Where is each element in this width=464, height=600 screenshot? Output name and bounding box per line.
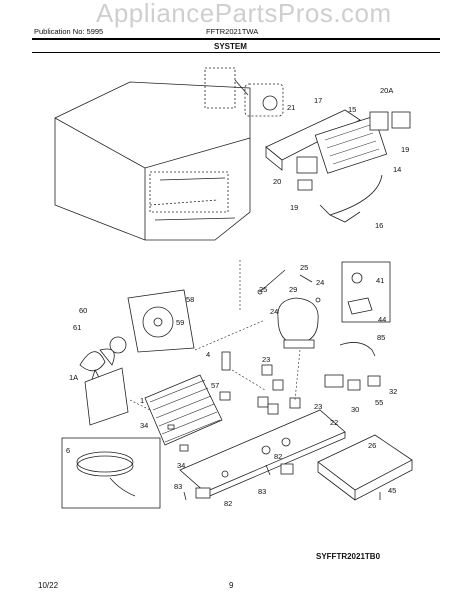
grommets	[257, 364, 301, 415]
callout-20a: 20A	[380, 86, 393, 95]
section-title: SYSTEM	[214, 42, 247, 51]
callout-61: 61	[73, 323, 81, 332]
callout-labels: 21 17 15 20A 19 14 20 19 16 25 25 29 24 …	[66, 86, 409, 508]
drain-pan	[317, 434, 413, 501]
callout-45: 45	[388, 486, 396, 495]
footer-date: 10/22	[38, 581, 59, 590]
model-number: FFTR2021TWA	[206, 27, 259, 36]
callout-1a: 1A	[69, 373, 78, 382]
diagram-code: SYFFTR2021TB0	[316, 552, 381, 561]
callout-82: 82	[274, 452, 282, 461]
callout-22: 22	[330, 418, 338, 427]
callout-55: 55	[375, 398, 383, 407]
watermark: AppliancePartsPros.com	[96, 0, 392, 28]
callout-25b: 25	[259, 285, 267, 294]
callout-29: 29	[289, 285, 297, 294]
callout-23: 23	[262, 355, 270, 364]
tube-85	[339, 342, 376, 357]
power-cord-box	[61, 437, 161, 509]
footer-page: 9	[229, 581, 234, 590]
condenser-assembly	[244, 83, 411, 223]
cabinet-illustration	[54, 67, 251, 241]
fan-shroud	[109, 289, 195, 354]
callout-83: 83	[174, 482, 182, 491]
callout-44: 44	[378, 315, 386, 324]
hardware-box	[341, 261, 391, 323]
callout-26: 26	[368, 441, 376, 450]
callout-32: 32	[389, 387, 397, 396]
callout-19b: 19	[290, 203, 298, 212]
callout-1: 1	[140, 396, 144, 405]
callout-85: 85	[377, 333, 385, 342]
callout-83b: 83	[258, 487, 266, 496]
condenser-coil	[144, 374, 223, 446]
callout-15: 15	[348, 105, 356, 114]
callout-25: 25	[300, 263, 308, 272]
callout-16: 16	[375, 221, 383, 230]
callout-57: 57	[211, 381, 219, 390]
callout-41: 41	[376, 276, 384, 285]
bracket-57	[219, 391, 231, 401]
callout-24: 24	[316, 278, 324, 287]
callout-24b: 24	[270, 307, 278, 316]
callout-30: 30	[351, 405, 359, 414]
header-rule	[32, 38, 440, 40]
callout-23b: 23	[314, 402, 322, 411]
fasteners	[167, 424, 381, 501]
relay-parts	[324, 374, 381, 391]
callout-34b: 34	[177, 461, 185, 470]
bracket-4	[221, 351, 231, 371]
callout-59: 59	[176, 318, 184, 327]
callout-4: 4	[206, 350, 210, 359]
callout-6: 6	[66, 446, 70, 455]
callout-19: 19	[401, 145, 409, 154]
grille-1a	[84, 367, 129, 426]
callout-34: 34	[140, 421, 148, 430]
title-rule	[32, 52, 440, 53]
callout-60: 60	[79, 306, 87, 315]
callout-14: 14	[393, 165, 401, 174]
callout-82b: 82	[224, 499, 232, 508]
publication-number: Publication No: 5995	[34, 27, 104, 36]
callout-58: 58	[186, 295, 194, 304]
callout-21: 21	[287, 103, 295, 112]
compressor	[257, 269, 321, 349]
callout-17: 17	[314, 96, 322, 105]
callout-20: 20	[273, 177, 281, 186]
